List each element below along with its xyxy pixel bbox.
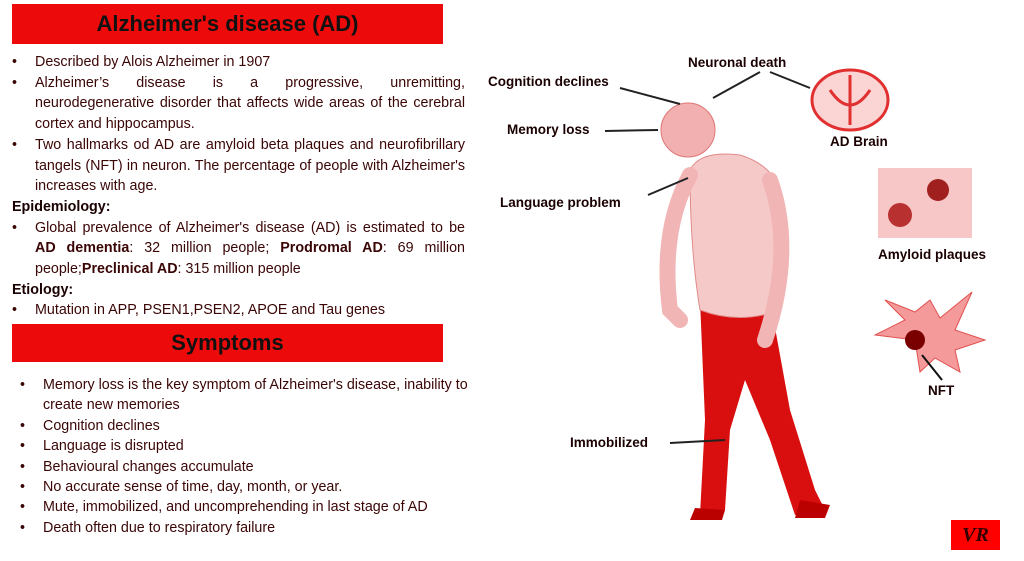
label-cognition: Cognition declines — [488, 74, 609, 89]
text: Preclinical AD — [81, 261, 178, 278]
label-language: Language problem — [500, 195, 621, 210]
text: AD dementia — [35, 240, 130, 257]
nft-neuron-image — [873, 291, 987, 381]
label-neuronal-death: Neuronal death — [688, 55, 787, 70]
list-item: Cognition declines — [20, 416, 510, 437]
label-immobilized: Immobilized — [570, 435, 649, 450]
symptoms-list: Memory loss is the key symptom of Alzhei… — [20, 375, 510, 539]
intro-section: Described by Alois Alzheimer in 1907 Alz… — [12, 52, 465, 321]
title-banner: Alzheimer's disease (AD) — [12, 4, 443, 44]
label-nft: NFT — [928, 383, 955, 398]
list-item: Memory loss is the key symptom of Alzhei… — [20, 375, 510, 416]
list-item: Death often due to respiratory failure — [20, 518, 510, 539]
list-item: Two hallmarks od AD are amyloid beta pla… — [12, 135, 465, 197]
text: : 69 million people; — [35, 240, 466, 278]
list-item: Described by Alois Alzheimer in 1907 — [12, 52, 465, 73]
elderly-man-figure — [659, 102, 830, 520]
ad-brain-image — [810, 68, 890, 132]
label-amyloid: Amyloid plaques — [878, 247, 987, 262]
list-item: Mute, immobilized, and uncomprehending i… — [20, 497, 510, 518]
text: Global prevalence of Alzheimer's disease… — [35, 219, 465, 236]
list-item: Alzheimer’s disease is a progressive, un… — [12, 73, 465, 135]
text: : 315 million people — [177, 261, 301, 278]
epidemiology-heading: Epidemiology: — [12, 198, 111, 215]
label-ad-brain: AD Brain — [830, 134, 888, 149]
text: Prodromal AD — [280, 240, 383, 257]
label-memory-loss: Memory loss — [507, 122, 590, 137]
amyloid-plaques-image — [878, 168, 972, 238]
etiology-heading: Etiology: — [12, 281, 74, 298]
list-item: Global prevalence of Alzheimer's disease… — [12, 218, 465, 280]
list-item: Mutation in APP, PSEN1,PSEN2, APOE and T… — [12, 300, 465, 321]
list-item: Behavioural changes accumulate — [20, 457, 510, 478]
label-lines — [604, 71, 811, 444]
symptoms-banner: Symptoms — [12, 324, 443, 362]
list-item: No accurate sense of time, day, month, o… — [20, 477, 510, 498]
vr-logo: VR — [951, 520, 1000, 550]
list-item: Language is disrupted — [20, 436, 510, 457]
text: : 32 million people; — [129, 240, 281, 257]
